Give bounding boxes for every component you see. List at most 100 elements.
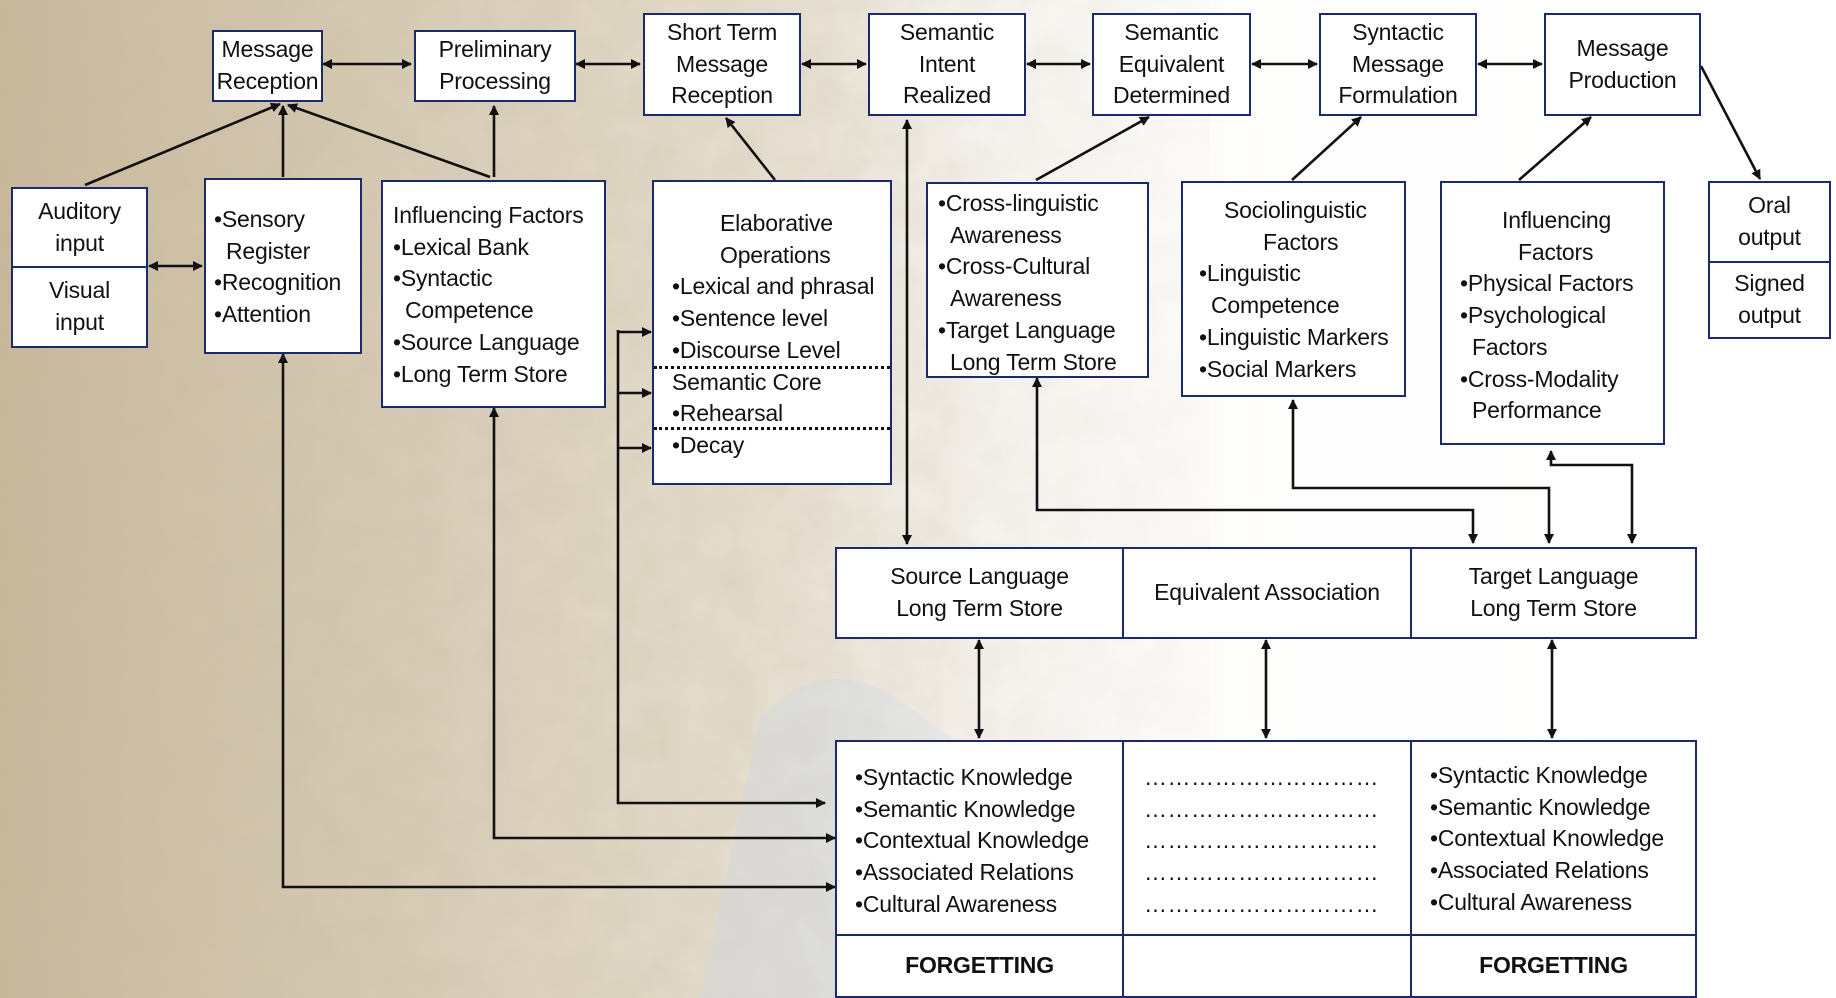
- label-line: output: [1738, 224, 1801, 250]
- label-line: Determined: [1113, 82, 1230, 109]
- preliminary-processing-box: Preliminary Processing: [414, 30, 576, 102]
- label-line: Equivalent: [1118, 50, 1225, 77]
- list-item: •Sentence level: [672, 305, 828, 332]
- influencing-factors-target-box: Influencing Factors •Physical Factors •P…: [1440, 181, 1665, 445]
- box-title: Sociolinguistic: [1224, 197, 1367, 223]
- list-item: Competence: [405, 297, 534, 324]
- semantic-intent-realized-box: Semantic Intent Realized: [868, 13, 1026, 116]
- list-item: •Social Markers: [1199, 355, 1357, 382]
- target-knowledge-box: •Syntactic Knowledge •Semantic Knowledge…: [1410, 740, 1697, 936]
- semantic-equivalent-determined-box: Semantic Equivalent Determined: [1092, 13, 1251, 116]
- label-line: Oral: [1748, 192, 1791, 219]
- list-item: •Associated Relations: [855, 859, 1074, 886]
- equivalent-association-box: Equivalent Association: [1122, 547, 1412, 639]
- forgetting-label: FORGETTING: [905, 952, 1054, 979]
- placeholder-dots: …………………………: [1144, 827, 1379, 854]
- list-item: Competence: [1211, 292, 1340, 319]
- list-item: Performance: [1472, 397, 1602, 424]
- label-line: Message: [1576, 34, 1669, 61]
- label-line: Visual: [48, 277, 111, 304]
- list-item: •Decay: [672, 432, 745, 459]
- influencing-factors-source-box: Influencing Factors •Lexical Bank •Synta…: [381, 180, 606, 408]
- list-item: •Cultural Awareness: [855, 890, 1057, 917]
- list-item: •Contextual Knowledge: [1430, 825, 1665, 852]
- list-item: •Attention: [214, 301, 311, 328]
- list-item: •Lexical and phrasal: [672, 273, 875, 300]
- short-term-message-reception-box: Short Term Message Reception: [643, 13, 801, 116]
- placeholder-dots: …………………………: [1144, 764, 1379, 790]
- list-item: •Contextual Knowledge: [855, 827, 1090, 854]
- forgetting-source-box: FORGETTING: [835, 934, 1124, 998]
- list-item: •Cross-Cultural: [938, 253, 1091, 280]
- list-item: •Syntactic Knowledge: [855, 764, 1073, 790]
- list-item: •Cultural Awareness: [1430, 888, 1632, 915]
- box-title: Elaborative: [720, 210, 833, 236]
- list-item: •Associated Relations: [1430, 857, 1649, 884]
- label-line: Message: [221, 36, 314, 63]
- source-language-store-box: Source Language Long Term Store: [835, 547, 1124, 639]
- list-item: Register: [226, 237, 311, 264]
- box-title: Influencing Factors: [393, 202, 584, 228]
- list-item: •Lexical Bank: [393, 233, 529, 260]
- semantic-core-label: Semantic Core: [672, 368, 822, 395]
- forgetting-target-box: FORGETTING: [1410, 934, 1697, 998]
- list-item: •Target Language: [938, 316, 1116, 343]
- label-line: Message: [676, 50, 768, 77]
- label-line: Intent: [918, 50, 976, 77]
- box-title: Operations: [720, 241, 831, 268]
- forgetting-label: FORGETTING: [1479, 952, 1628, 979]
- list-item: •Cross-Modality: [1460, 365, 1619, 392]
- label-line: Reception: [216, 68, 319, 94]
- cross-linguistic-box: •Cross-linguistic Awareness •Cross-Cultu…: [926, 182, 1149, 378]
- sociolinguistic-factors-box: Sociolinguistic Factors •Linguistic Comp…: [1181, 181, 1406, 397]
- label-line: Auditory: [38, 197, 121, 224]
- list-item: •Rehearsal: [672, 400, 783, 427]
- visual-input-box: Visual input: [11, 266, 148, 348]
- list-item: •Sensory: [214, 206, 305, 232]
- label-line: input: [55, 309, 104, 335]
- label-line: Reception: [671, 82, 773, 109]
- list-item: •Syntactic: [393, 265, 493, 292]
- message-reception-box: Message Reception: [212, 30, 323, 102]
- association-knowledge-box: ………………………… ………………………… ………………………… ……………………: [1122, 740, 1412, 936]
- label-line: Production: [1568, 66, 1677, 93]
- placeholder-dots: …………………………: [1144, 890, 1379, 917]
- placeholder-dots: …………………………: [1144, 795, 1379, 822]
- label-line: Semantic: [899, 18, 995, 45]
- list-item: Awareness: [950, 285, 1062, 312]
- list-item: •Linguistic: [1199, 260, 1301, 287]
- label-line: Equivalent Association: [1154, 579, 1380, 606]
- box-title: Factors: [1518, 238, 1594, 265]
- label-line: Signed: [1734, 270, 1805, 297]
- label-line: Formulation: [1338, 82, 1458, 109]
- elaborative-operations-box: Elaborative Operations •Lexical and phra…: [652, 180, 892, 485]
- message-production-box: Message Production: [1544, 13, 1701, 116]
- auditory-input-box: Auditory input: [11, 187, 148, 268]
- syntactic-message-formulation-box: Syntactic Message Formulation: [1319, 13, 1477, 116]
- label-line: Long Term Store: [896, 595, 1063, 621]
- oral-output-box: Oral output: [1708, 181, 1831, 263]
- label-line: Source Language: [890, 563, 1069, 590]
- box-title: Factors: [1263, 228, 1339, 255]
- list-item: •Source Language: [393, 328, 580, 355]
- list-item: •Cross-linguistic: [938, 190, 1099, 216]
- list-item: •Physical Factors: [1460, 270, 1634, 297]
- list-item: •Recognition: [214, 269, 342, 296]
- list-item: •Semantic Knowledge: [1430, 793, 1651, 820]
- label-line: Long Term Store: [1470, 595, 1637, 621]
- source-knowledge-box: •Syntactic Knowledge •Semantic Knowledge…: [835, 740, 1124, 936]
- list-item: •Syntactic Knowledge: [1430, 762, 1648, 788]
- sensory-register-box: •Sensory Register •Recognition •Attentio…: [204, 178, 362, 354]
- label-line: Short Term: [666, 18, 778, 45]
- dotted-divider: [654, 366, 890, 369]
- list-item: •Semantic Knowledge: [855, 795, 1076, 822]
- signed-output-box: Signed output: [1708, 261, 1831, 339]
- label-line: Realized: [903, 82, 991, 109]
- label-line: Processing: [439, 68, 551, 94]
- label-line: Semantic: [1124, 18, 1219, 45]
- label-line: Preliminary: [438, 36, 552, 63]
- placeholder-dots: …………………………: [1144, 859, 1379, 886]
- list-item: •Long Term Store: [393, 360, 568, 387]
- label-line: Message: [1352, 50, 1444, 77]
